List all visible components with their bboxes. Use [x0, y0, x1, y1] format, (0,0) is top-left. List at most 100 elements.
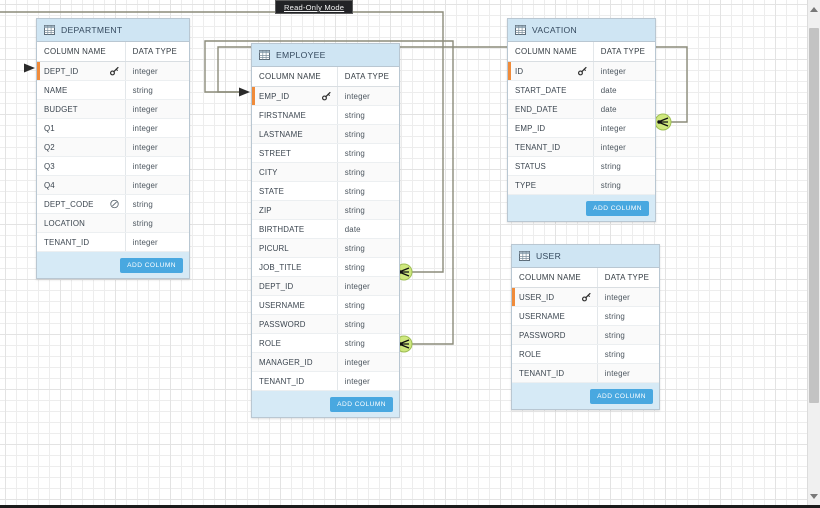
add-column-button[interactable]: ADD COLUMN [120, 257, 183, 273]
column-type-cell[interactable]: string [336, 257, 399, 277]
column-type-cell[interactable]: string [124, 80, 189, 100]
column-type-cell[interactable]: integer [336, 86, 399, 106]
column-name-cell[interactable]: NAME [37, 80, 126, 100]
column-name-cell[interactable]: STATE [252, 181, 338, 201]
table-title-employee[interactable]: EMPLOYEE [252, 44, 399, 67]
column-name-cell[interactable]: BIRTHDATE [252, 219, 338, 239]
column-type-cell[interactable]: string [596, 344, 659, 364]
column-name-cell[interactable]: Q1 [37, 118, 126, 138]
column-name-cell[interactable]: DEPT_CODE [37, 194, 126, 214]
scroll-up-arrow-icon[interactable] [810, 7, 818, 12]
column-type-cell[interactable]: string [336, 162, 399, 182]
column-type-cell[interactable]: integer [124, 175, 189, 195]
column-type-cell[interactable]: integer [596, 287, 659, 307]
column-name-cell[interactable]: USERNAME [252, 295, 338, 315]
column-type-cell[interactable]: string [124, 194, 189, 214]
column-name-cell[interactable]: ROLE [252, 333, 338, 353]
column-type-cell[interactable]: string [596, 306, 659, 326]
column-name-cell[interactable]: PASSWORD [252, 314, 338, 334]
column-type-cell[interactable]: string [336, 181, 399, 201]
column-type-cell[interactable]: string [336, 143, 399, 163]
column-name-cell[interactable]: LOCATION [37, 213, 126, 233]
table-title-department[interactable]: DEPARTMENT [37, 19, 189, 42]
column-name-cell[interactable]: Q4 [37, 175, 126, 195]
column-name-cell[interactable]: MANAGER_ID [252, 352, 338, 372]
column-name-cell[interactable]: START_DATE [508, 80, 594, 100]
vertical-scrollbar[interactable] [807, 0, 820, 505]
add-column-button[interactable]: ADD COLUMN [330, 396, 393, 412]
column-name-cell[interactable]: Q3 [37, 156, 126, 176]
vertical-scrollbar-thumb[interactable] [809, 28, 819, 403]
column-name-cell[interactable]: DEPT_ID [37, 61, 126, 81]
column-type-cell[interactable]: string [592, 175, 655, 195]
column-name-cell[interactable]: ID [508, 61, 594, 81]
add-column-button[interactable]: ADD COLUMN [586, 200, 649, 216]
column-type-cell[interactable]: integer [124, 156, 189, 176]
column-name-cell[interactable]: EMP_ID [252, 86, 338, 106]
column-type-cell[interactable]: integer [124, 61, 189, 81]
column-type-cell[interactable]: string [124, 213, 189, 233]
column-name-cell[interactable]: TENANT_ID [508, 137, 594, 157]
column-type-cell[interactable]: date [592, 99, 655, 119]
column-name-cell[interactable]: STATUS [508, 156, 594, 176]
column-name-cell[interactable]: TENANT_ID [252, 371, 338, 391]
column-type-cell[interactable]: integer [124, 137, 189, 157]
column-name-cell[interactable]: FIRSTNAME [252, 105, 338, 125]
column-type-cell[interactable]: string [336, 295, 399, 315]
column-type-cell[interactable]: string [336, 105, 399, 125]
column-name-cell[interactable]: END_DATE [508, 99, 594, 119]
column-name-cell[interactable]: ROLE [512, 344, 598, 364]
column-name-cell[interactable]: TENANT_ID [512, 363, 598, 383]
column-type-cell[interactable]: integer [596, 363, 659, 383]
table-title-vacation[interactable]: VACATION [508, 19, 655, 42]
column-name-cell[interactable]: PICURL [252, 238, 338, 258]
column-type-cell[interactable]: string [336, 333, 399, 353]
column-name-cell[interactable]: CITY [252, 162, 338, 182]
add-column-button[interactable]: ADD COLUMN [590, 388, 653, 404]
column-type-cell[interactable]: string [596, 325, 659, 345]
column-name-cell[interactable]: DEPT_ID [252, 276, 338, 296]
column-type-cell[interactable]: string [592, 156, 655, 176]
column-name-cell[interactable]: ZIP [252, 200, 338, 220]
column-name-cell[interactable]: LASTNAME [252, 124, 338, 144]
column-type-cell[interactable]: string [336, 238, 399, 258]
column-name-cell[interactable]: USERNAME [512, 306, 598, 326]
column-type-cell[interactable]: date [336, 219, 399, 239]
column-type-cell[interactable]: integer [124, 232, 189, 252]
column-name-cell[interactable]: TYPE [508, 175, 594, 195]
